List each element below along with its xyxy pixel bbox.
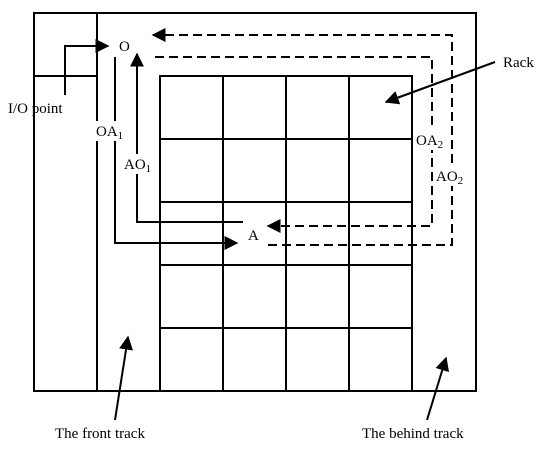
rack-label: Rack (503, 55, 534, 71)
oa1-sub: 1 (118, 130, 124, 142)
io-point-label: I/O point (8, 101, 63, 117)
origin-label: O (119, 39, 130, 55)
front-track-pointer (114, 335, 133, 421)
ao2-label-bg (434, 166, 471, 186)
ao2-sub: 2 (458, 175, 464, 187)
ao2-label: AO2 (436, 169, 463, 187)
oa1-label-bg (94, 121, 132, 141)
ao1-label-bg (122, 154, 159, 174)
oa1-main: OA (96, 124, 118, 140)
io-pointer (64, 39, 110, 95)
behind-track-label: The behind track (362, 426, 464, 442)
ao1-sub: 1 (146, 163, 152, 175)
rack-grid (159, 75, 413, 392)
point-a-label: A (248, 228, 259, 244)
oa2-main: OA (416, 133, 438, 149)
oa2-label: OA2 (416, 133, 443, 151)
path-oa1 (114, 57, 239, 250)
path-ao1 (130, 52, 243, 223)
oa1-label: OA1 (96, 124, 123, 142)
oa2-label-bg (414, 130, 451, 150)
path-ao2 (151, 28, 453, 246)
ao1-main: AO (124, 157, 146, 173)
front-track-label: The front track (55, 426, 145, 442)
ao2-main: AO (436, 169, 458, 185)
oa2-sub: 2 (438, 139, 444, 151)
rack-pointer (384, 61, 496, 105)
path-oa2 (155, 56, 433, 233)
ao1-label: AO1 (124, 157, 151, 175)
behind-track-pointer (426, 356, 450, 421)
